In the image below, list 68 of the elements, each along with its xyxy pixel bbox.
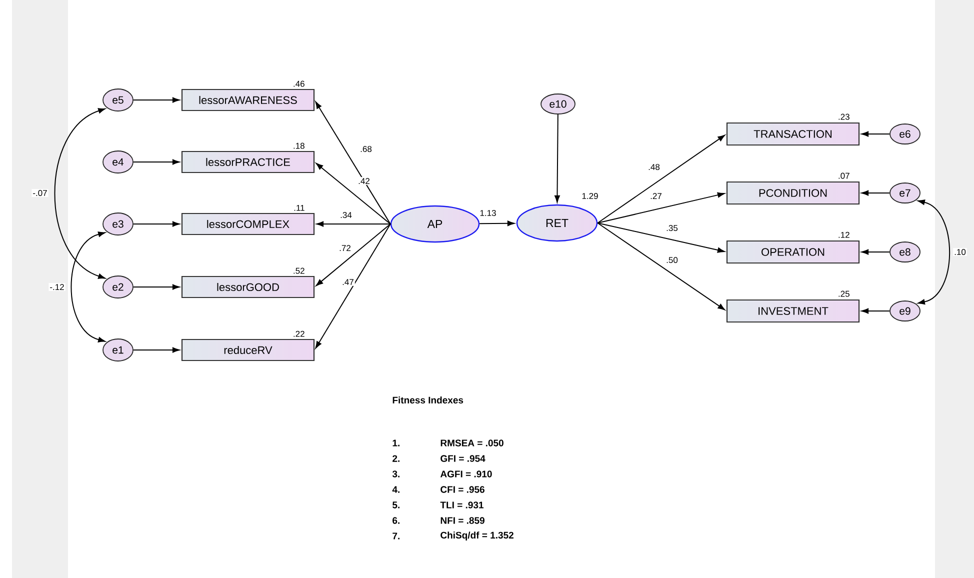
arrow <box>132 347 180 353</box>
arrow <box>316 221 391 227</box>
edge-label: .35 <box>665 224 679 232</box>
item-number: 3. <box>392 470 400 478</box>
edge-label: 1.13 <box>478 209 498 217</box>
arrow <box>479 220 515 226</box>
variable-box: INVESTMENT <box>726 299 860 323</box>
item-number: 5. <box>392 502 400 508</box>
value-label: .12 <box>838 232 850 238</box>
edge-label: -.12 <box>48 283 66 291</box>
variable-box: lessorCOMPLEX <box>181 212 315 236</box>
value-label: .07 <box>838 172 850 179</box>
item-number: 1. <box>392 440 400 446</box>
variable-box: PCONDITION <box>726 181 860 205</box>
arrow <box>316 224 391 286</box>
arrow <box>597 222 725 253</box>
value-label: .23 <box>838 114 850 120</box>
arrow <box>918 200 950 305</box>
arrow <box>315 224 391 349</box>
edge-label: .72 <box>338 244 352 252</box>
value-label: 1.29 <box>582 193 598 199</box>
arrow <box>54 108 106 279</box>
index-value: CFI = .956 <box>440 486 484 493</box>
edge-label: .48 <box>647 163 661 171</box>
index-value: ChiSq/df = 1.352 <box>440 532 514 540</box>
edge-label: .42 <box>357 177 371 185</box>
item-number: 7. <box>392 532 400 540</box>
index-value: TLI = .931 <box>440 502 484 508</box>
arrow <box>132 284 180 290</box>
edge-label: .68 <box>359 145 373 153</box>
arrow <box>132 221 180 227</box>
arrow <box>132 159 180 165</box>
value-label: .25 <box>838 290 850 297</box>
variable-box: lessorAWARENESS <box>181 88 315 112</box>
edge-label: .50 <box>665 256 679 264</box>
edge-label: .47 <box>341 278 355 286</box>
arrow <box>861 308 890 314</box>
edge-label: .27 <box>649 192 663 200</box>
arrow <box>861 131 890 137</box>
variable-box: OPERATION <box>726 240 860 264</box>
index-value: RMSEA = .050 <box>440 440 504 446</box>
value-label: .22 <box>294 330 304 337</box>
arrow <box>861 190 890 196</box>
variable-box: reduceRV <box>181 338 315 362</box>
value-label: .11 <box>294 204 304 211</box>
index-value: NFI = .859 <box>440 517 484 524</box>
item-number: 2. <box>392 455 400 462</box>
arrow <box>597 222 726 310</box>
item-number: 4. <box>392 486 400 493</box>
arrow <box>316 162 391 224</box>
variable-box: lessorGOOD <box>181 276 315 298</box>
item-number: 6. <box>392 517 400 524</box>
edge-label: .34 <box>339 211 353 219</box>
heading: Fitness Indexes <box>392 396 464 404</box>
value-label: .18 <box>294 142 304 149</box>
arrow <box>597 192 725 224</box>
index-value: GFI = .954 <box>440 455 486 462</box>
arrow <box>132 97 180 103</box>
value-label: .46 <box>294 80 304 87</box>
arrow <box>554 114 560 203</box>
arrow <box>70 232 106 342</box>
variable-box: TRANSACTION <box>726 122 860 146</box>
variable-box: lessorPRACTICE <box>181 150 315 174</box>
value-label: .52 <box>294 268 304 274</box>
index-value: AGFI = .910 <box>440 470 492 478</box>
arrow <box>861 249 890 255</box>
arrow <box>315 101 391 224</box>
arrow <box>597 134 726 224</box>
